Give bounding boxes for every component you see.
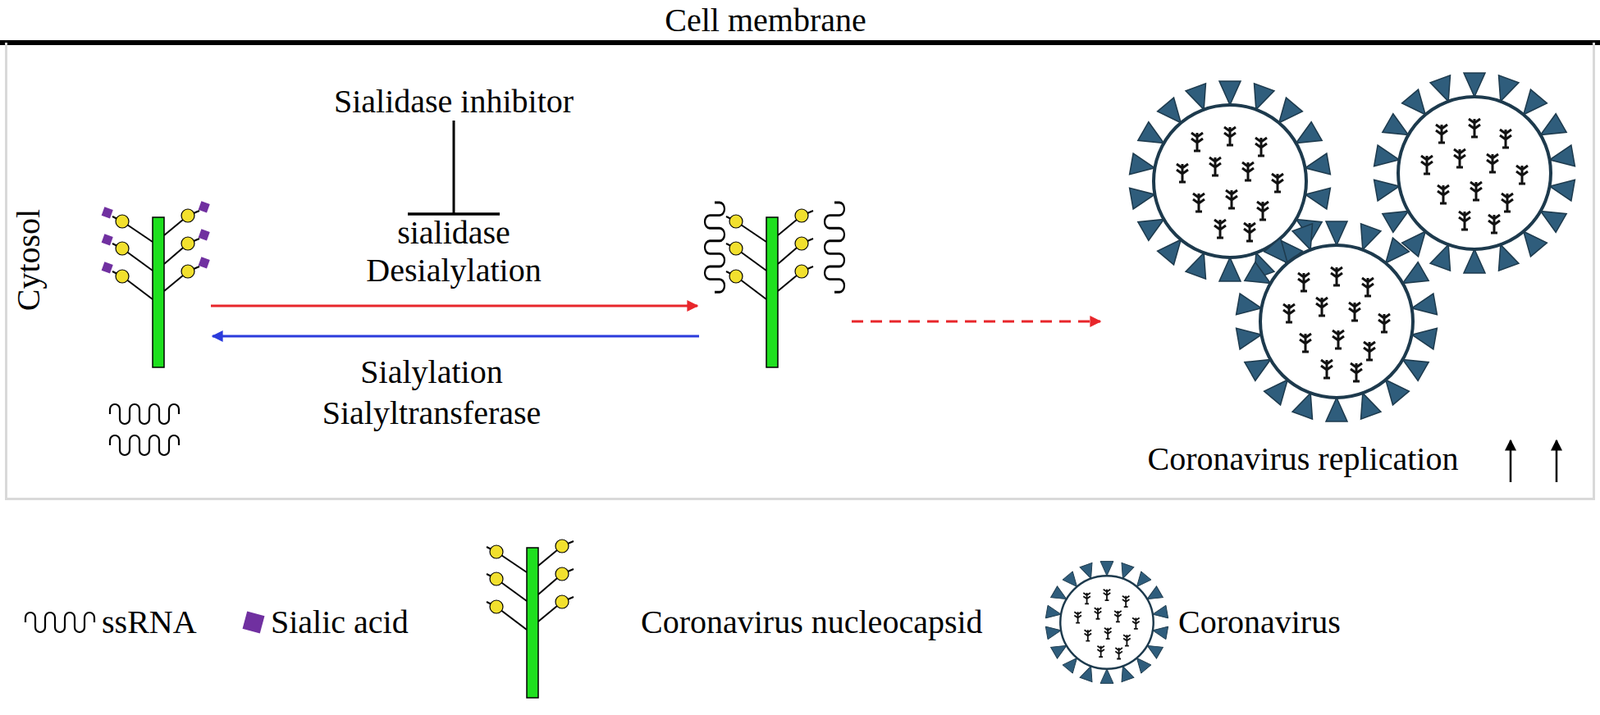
increase-arrow (1555, 440, 1559, 483)
replication-region: Coronavirus replication (1132, 73, 1592, 485)
enzyme-label: sialidase Desialylation (347, 214, 561, 290)
ssrna-symbol (704, 202, 725, 293)
cell-membrane-line (0, 40, 1600, 46)
desialylation-arrow (210, 305, 698, 308)
ssrna-symbol (109, 404, 179, 425)
legend-swatch (242, 612, 266, 635)
sialic-acid-marks (101, 201, 211, 274)
replication-arrow (851, 320, 1101, 324)
inhibitor-box: Sialidase inhibitor (289, 82, 618, 121)
ssrna-symbol (824, 202, 845, 293)
ssrna-symbol (109, 435, 179, 456)
inhibition-connector (452, 120, 456, 215)
virion-symbol (1374, 73, 1576, 274)
sialylated-nucleocapsid (101, 201, 211, 368)
membrane-label: Cell membrane (601, 1, 930, 40)
inhibitor-label: Sialidase inhibitor (289, 82, 618, 121)
desialylated-nucleocapsid (704, 202, 845, 368)
outcome-label: Coronavirus replication (1132, 440, 1474, 479)
virion-symbol (1129, 81, 1331, 282)
nucleocapsid-symbol (726, 209, 814, 368)
increase-arrow (1509, 440, 1513, 483)
sialylation-arrow (212, 335, 700, 339)
nucleocapsid-symbol (112, 209, 200, 368)
ssrna-sample (25, 612, 95, 633)
legend-label: Sialic acid (270, 603, 409, 642)
nucleocapsid-sample (486, 539, 574, 699)
virion-sample (1045, 562, 1168, 685)
virion-symbol (1236, 221, 1438, 422)
enzyme-label: Sialylation Sialyltransferase (312, 352, 551, 435)
legend-label: Coronavirus nucleocapsid (640, 603, 983, 642)
enzyme-box: sialidase Desialylation (347, 214, 561, 290)
cytosol-panel: Cytosol Sialidase inhibitor sialidase Desi… (4, 42, 1596, 501)
legend-label: ssRNA (101, 603, 197, 642)
compartment-label: Cytosol (9, 169, 48, 351)
legend-label: Coronavirus (1178, 603, 1341, 642)
